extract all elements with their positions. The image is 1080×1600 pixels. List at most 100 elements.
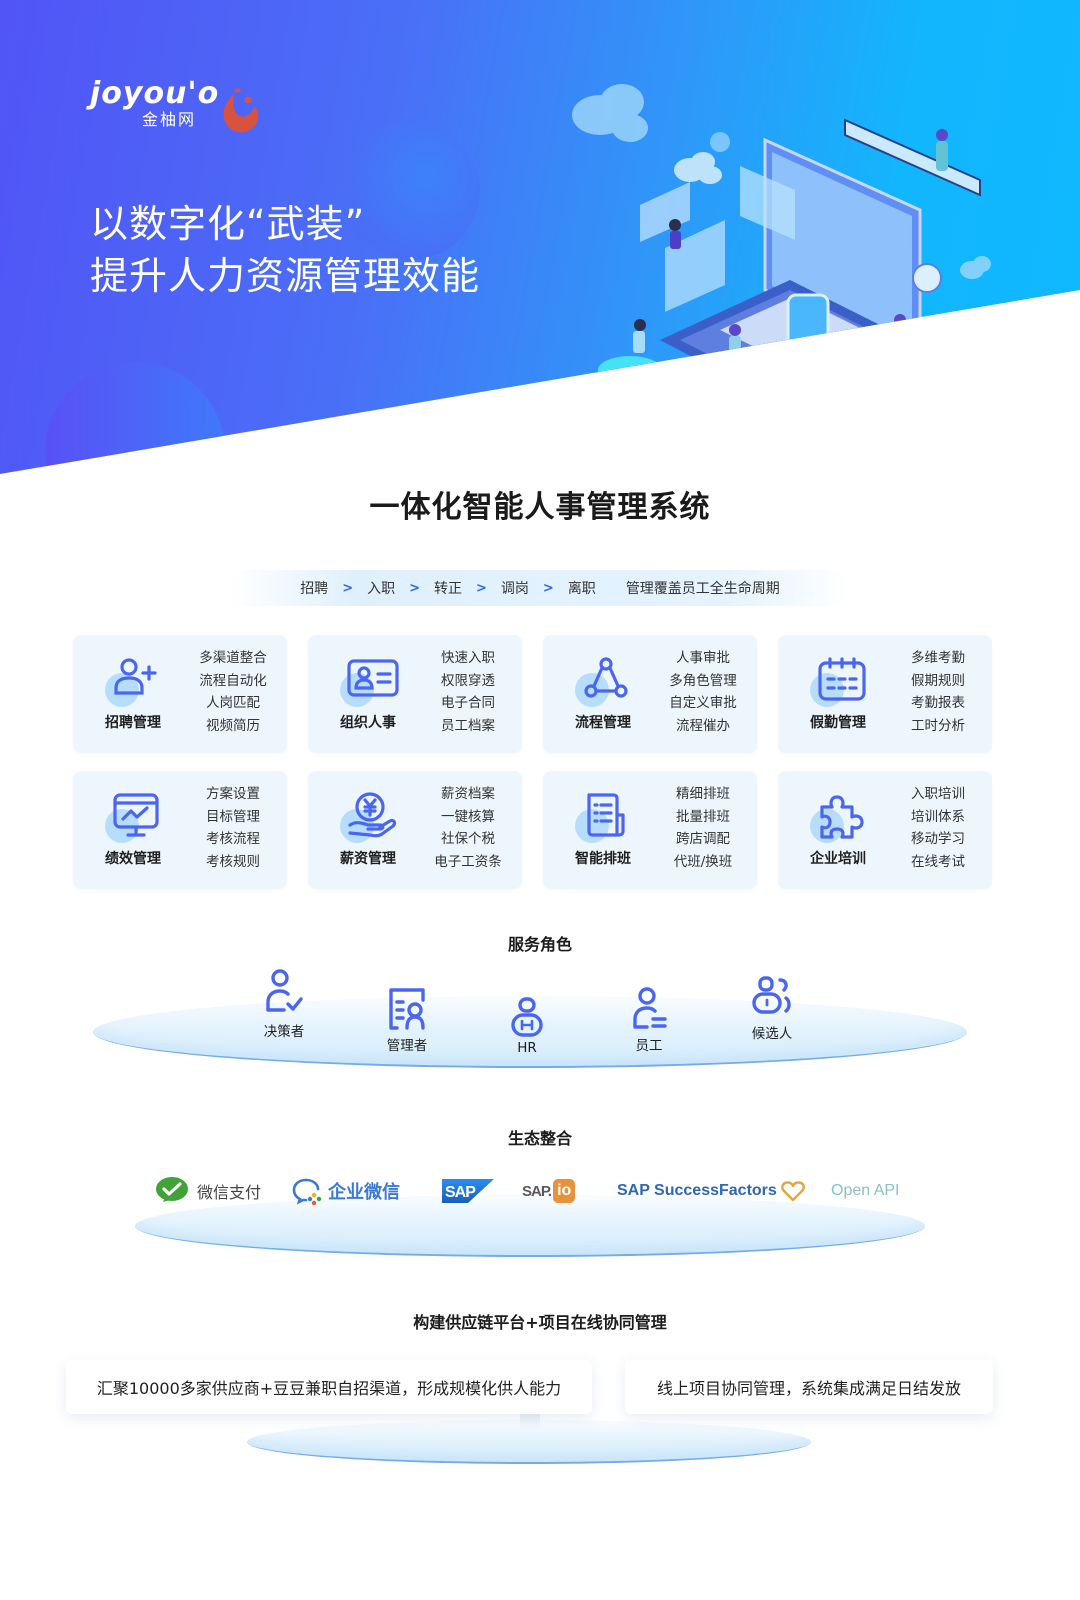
module-grid: 招聘管理 多渠道整合 流程自动化 人岗匹配 视频简历 组织人事 快速入职 权限穿… (73, 635, 1007, 889)
feature-item: 在线考试 (911, 853, 965, 870)
feature-item: 考勤报表 (911, 695, 965, 711)
feature-item: 假期规则 (911, 672, 965, 689)
decorative-bubble (45, 362, 225, 474)
feature-item: 多角色管理 (669, 672, 737, 689)
module-card-training[interactable]: 企业培训 入职培训 培训体系 移动学习 在线考试 (778, 771, 992, 889)
feature-item: 精细排班 (676, 786, 730, 802)
salary-hand-icon (348, 792, 397, 838)
grapefruit-logo-icon (223, 88, 259, 133)
supply-chain-card-suppliers: 汇聚10000多家供应商+豆豆兼职自招渠道，形成规模化供人能力 (66, 1360, 592, 1414)
partner-open-api[interactable]: Open API (831, 1176, 900, 1206)
lifecycle-step: 招聘 (300, 581, 329, 597)
lifecycle-step: 入职 (367, 581, 396, 597)
feature-item: 批量排班 (676, 808, 730, 825)
module-card-organization[interactable]: 组织人事 快速入职 权限穿透 电子合同 员工档案 (308, 635, 522, 753)
feature-item: 视频简历 (206, 717, 260, 734)
chevron-right-icon: > (476, 580, 487, 596)
feature-item: 多渠道整合 (199, 650, 267, 666)
schedule-list-icon (587, 793, 625, 837)
supply-chain-section-title: 构建供应链平台+项目在线协同管理 (0, 1304, 1080, 1342)
chevron-right-icon: > (542, 580, 554, 596)
supply-chain-text: 线上项目协同管理，系统集成满足日结发放 (656, 1379, 961, 1398)
supply-chain-card-projects: 线上项目协同管理，系统集成满足日结发放 (625, 1360, 993, 1414)
lifecycle-bar: 招聘 > 入职 > 转正 > 调岗 > 离职 管理覆盖员工全生命周期 (230, 570, 850, 606)
feature-item: 权限穿透 (441, 672, 495, 689)
sap-logo: SAP (442, 1179, 494, 1203)
module-features: 多渠道整合 流程自动化 人岗匹配 视频简历 (183, 647, 283, 737)
decorative-bubble (340, 120, 480, 260)
logo-chinese-name: 金柚网 (142, 110, 197, 129)
role-candidate[interactable]: 候选人 (732, 974, 812, 1042)
feature-item: 员工档案 (441, 717, 495, 734)
role-manager[interactable]: 管理者 (367, 986, 447, 1054)
module-card-scheduling[interactable]: 智能排班 精细排班 批量排班 跨店调配 代班/换班 (543, 771, 757, 889)
chevron-right-icon: > (409, 580, 420, 596)
hero-headline: 以数字化“武装” 提升人力资源管理效能 (90, 198, 480, 302)
partner-label: SAP SuccessFactors (617, 1182, 777, 1199)
feature-item: 一键核算 (441, 808, 495, 825)
laptop-illustration (572, 84, 1000, 449)
role-employee[interactable]: 员工 (609, 986, 689, 1054)
role-decision-maker[interactable]: 决策者 (244, 968, 324, 1040)
system-title: 一体化智能人事管理系统 (369, 490, 711, 525)
module-features: 人事审批 多角色管理 自定义审批 流程催办 (653, 647, 753, 737)
module-title: 薪资管理 (340, 851, 396, 867)
role-hr[interactable]: HR (487, 996, 567, 1056)
feature-item: 流程自动化 (199, 672, 267, 689)
feature-item: 工时分析 (911, 717, 965, 734)
partner-wechat-pay[interactable]: 微信支付 (155, 1176, 261, 1206)
employee-icon (633, 987, 667, 1029)
module-features: 多维考勤 假期规则 考勤报表 工时分析 (888, 647, 988, 737)
feature-item: 多维考勤 (911, 650, 965, 666)
module-title: 招聘管理 (105, 715, 161, 731)
feature-item: 移动学习 (911, 831, 965, 847)
group-users-icon (752, 976, 791, 1014)
feature-item: 流程催办 (676, 717, 730, 734)
chevron-right-icon: > (342, 580, 354, 596)
partner-label: 微信支付 (197, 1183, 262, 1202)
feature-item: 代班/换班 (673, 853, 733, 870)
partner-wecom[interactable]: 企业微信 (292, 1176, 400, 1206)
feature-item: 电子合同 (441, 695, 495, 711)
hero-headline-line1: 以数字化“武装” (90, 202, 366, 246)
lifecycle-step: 转正 (434, 581, 462, 597)
hr-badge-icon (511, 997, 543, 1037)
feature-item: 人岗匹配 (206, 695, 260, 711)
feature-item: 入职培训 (911, 786, 965, 802)
partner-label: Open API (831, 1182, 900, 1199)
partner-sap-io[interactable]: SAP. io (522, 1176, 576, 1206)
module-card-performance[interactable]: 绩效管理 方案设置 目标管理 考核流程 考核规则 (73, 771, 287, 889)
id-card-icon (347, 659, 399, 697)
person-figure (729, 324, 741, 390)
hero-banner: joyou'o 金柚网 以数字化“武装” 提升人力资源管理效能 (0, 0, 1080, 474)
role-label: 候选人 (751, 1026, 793, 1042)
feature-item: 快速入职 (441, 650, 495, 666)
module-title: 流程管理 (575, 715, 631, 731)
partner-sap[interactable]: SAP (442, 1176, 494, 1206)
lifecycle-step: 调岗 (500, 581, 529, 597)
module-title: 假勤管理 (810, 715, 866, 731)
wecom-icon (292, 1178, 322, 1205)
person-figure (633, 319, 646, 353)
feature-item: 跨店调配 (676, 831, 730, 847)
cloud-icon (674, 152, 722, 184)
user-add-icon (114, 658, 157, 695)
role-label: HR (517, 1040, 537, 1056)
feature-item: 方案设置 (206, 786, 260, 802)
monitor-chart-icon (113, 793, 159, 837)
module-card-recruitment[interactable]: 招聘管理 多渠道整合 流程自动化 人岗匹配 视频简历 (73, 635, 287, 753)
wechat-pay-icon (156, 1177, 188, 1202)
partner-sap-successfactors[interactable]: SAP SuccessFactors (617, 1176, 805, 1206)
module-title: 智能排班 (575, 851, 631, 867)
module-card-workflow[interactable]: 流程管理 人事审批 多角色管理 自定义审批 流程催办 (543, 635, 757, 753)
heart-outline-icon (780, 1181, 805, 1202)
feature-item: 人事审批 (676, 650, 730, 666)
sap-io-badge: io (553, 1179, 576, 1203)
ecosystem-section-title: 生态整合 (0, 1120, 1080, 1158)
person-figure (936, 129, 948, 171)
module-card-attendance[interactable]: 假勤管理 多维考勤 假期规则 考勤报表 工时分析 (778, 635, 992, 753)
module-features: 快速入职 权限穿透 电子合同 员工档案 (418, 647, 518, 737)
svg-text:SAP: SAP (445, 1184, 476, 1201)
brand-logo[interactable]: joyou'o 金柚网 (90, 76, 260, 136)
module-card-payroll[interactable]: 薪资管理 薪资档案 一键核算 社保个税 电子工资条 (308, 771, 522, 889)
